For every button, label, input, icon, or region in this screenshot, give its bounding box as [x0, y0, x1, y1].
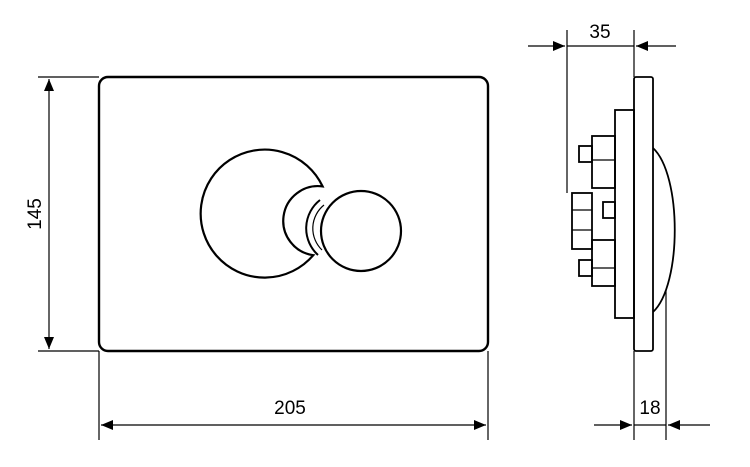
depth-dimension [528, 30, 676, 193]
thickness-dimension [594, 290, 710, 440]
side-cover-plate [633, 76, 654, 352]
width-label: 205 [274, 398, 306, 419]
thickness-label: 18 [639, 398, 660, 419]
side-connector-upper [578, 145, 593, 163]
side-mounting-frame [614, 109, 635, 319]
height-label: 145 [25, 198, 46, 230]
large-flush-button [199, 148, 325, 279]
side-pin [602, 201, 616, 219]
side-connector-lower [578, 259, 593, 277]
width-dimension [98, 351, 489, 440]
flush-plate-outline [97, 75, 490, 353]
side-view [571, 76, 676, 352]
button-groove [305, 199, 321, 256]
height-dimension [38, 76, 99, 352]
button-groove-inner [312, 204, 325, 251]
side-upper-housing [591, 135, 616, 189]
front-view [97, 75, 490, 353]
side-connector-middle [571, 192, 593, 250]
side-lower-housing [591, 239, 616, 287]
small-flush-button [319, 189, 403, 273]
side-button-dome [652, 147, 676, 313]
depth-label: 35 [589, 22, 610, 43]
